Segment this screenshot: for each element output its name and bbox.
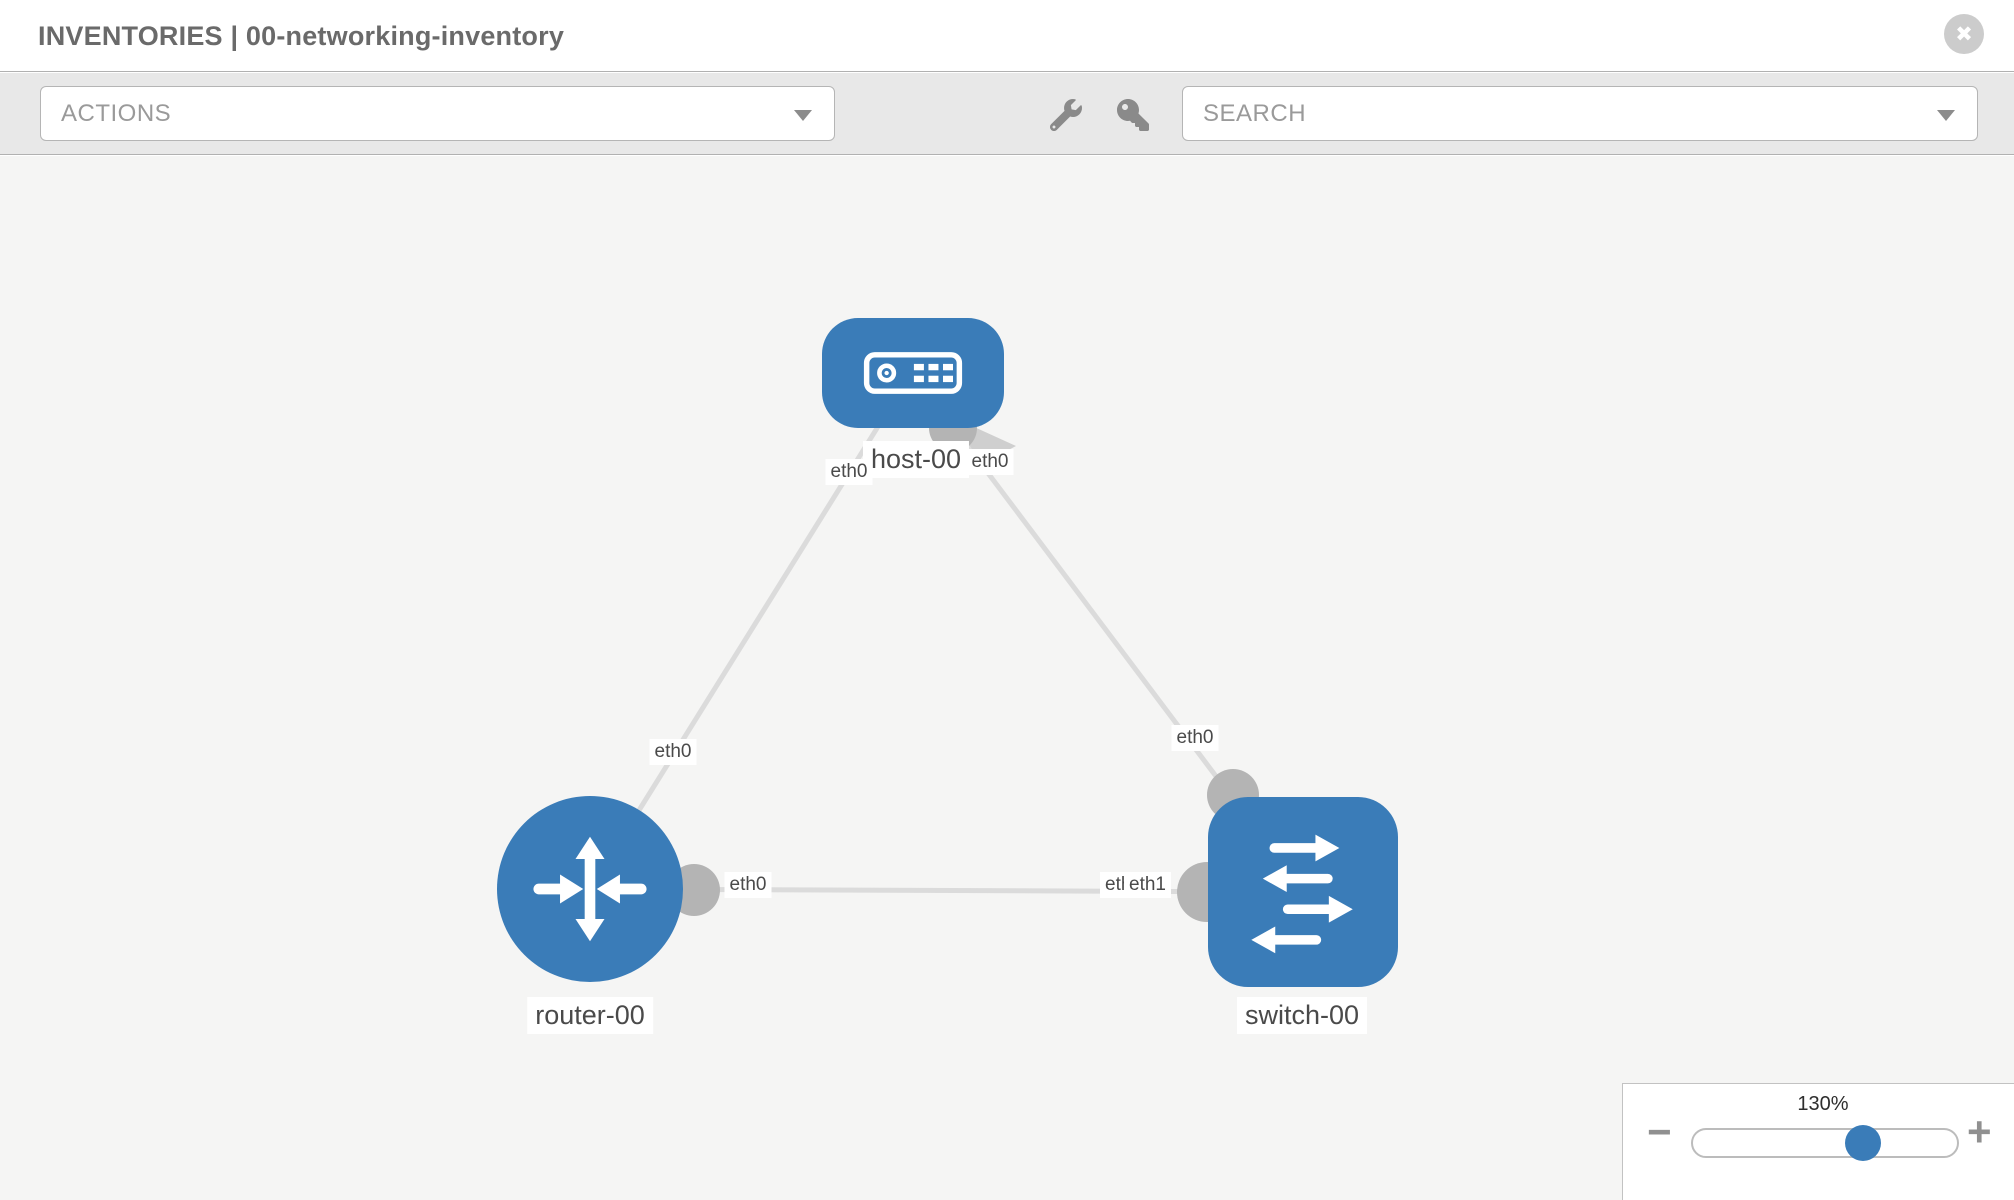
node-switch-00[interactable]	[1208, 797, 1398, 987]
search-dropdown-label: SEARCH	[1203, 99, 1307, 127]
interface-label-switch-eth1: eth1	[1124, 872, 1171, 898]
zoom-slider-track[interactable]	[1691, 1128, 1959, 1158]
wrench-icon	[1050, 99, 1082, 131]
node-label-router: router-00	[527, 997, 653, 1034]
page-title: INVENTORIES | 00-networking-inventory	[38, 21, 565, 51]
interface-label-router-eth0-uplink: eth0	[649, 739, 697, 765]
node-router-00[interactable]	[497, 796, 683, 982]
router-icon	[533, 836, 647, 942]
topology-canvas[interactable]	[0, 156, 2014, 1200]
zoom-level: 130%	[1797, 1093, 1849, 1115]
node-host-00[interactable]	[822, 318, 1004, 428]
interface-label-router-eth0: eth0	[724, 872, 772, 898]
key-icon	[1117, 99, 1149, 131]
interface-label-host-eth0-left: eth0	[825, 459, 873, 485]
header-bar: INVENTORIES | 00-networking-inventory ✖	[0, 0, 2014, 72]
zoom-panel: 130% − +	[1622, 1083, 2014, 1200]
adhoc-commands-button[interactable]	[1048, 97, 1084, 133]
host-icon	[863, 352, 963, 394]
zoom-in-button[interactable]: +	[1967, 1108, 1992, 1155]
credentials-button[interactable]	[1115, 97, 1151, 133]
actions-dropdown[interactable]: ACTIONS	[40, 86, 835, 141]
node-label-switch: switch-00	[1236, 997, 1368, 1034]
interface-label-host-eth0-right: eth0	[966, 449, 1014, 475]
close-button[interactable]: ✖	[1944, 14, 1984, 54]
node-label-host: host-00	[862, 441, 970, 478]
switch-icon	[1251, 834, 1353, 954]
zoom-out-button[interactable]: −	[1647, 1108, 1672, 1155]
zoom-slider-handle[interactable]	[1845, 1125, 1881, 1161]
interface-label-switch-eth0-uplink: eth0	[1171, 725, 1219, 751]
close-icon: ✖	[1955, 22, 1973, 46]
search-dropdown[interactable]: SEARCH	[1182, 86, 1978, 141]
chevron-down-icon	[1937, 110, 1955, 121]
actions-dropdown-label: ACTIONS	[61, 99, 172, 127]
toolbar: ACTIONS SEARCH	[0, 73, 2014, 155]
chevron-down-icon	[794, 110, 812, 121]
network-link-host-router[interactable]	[587, 370, 915, 891]
